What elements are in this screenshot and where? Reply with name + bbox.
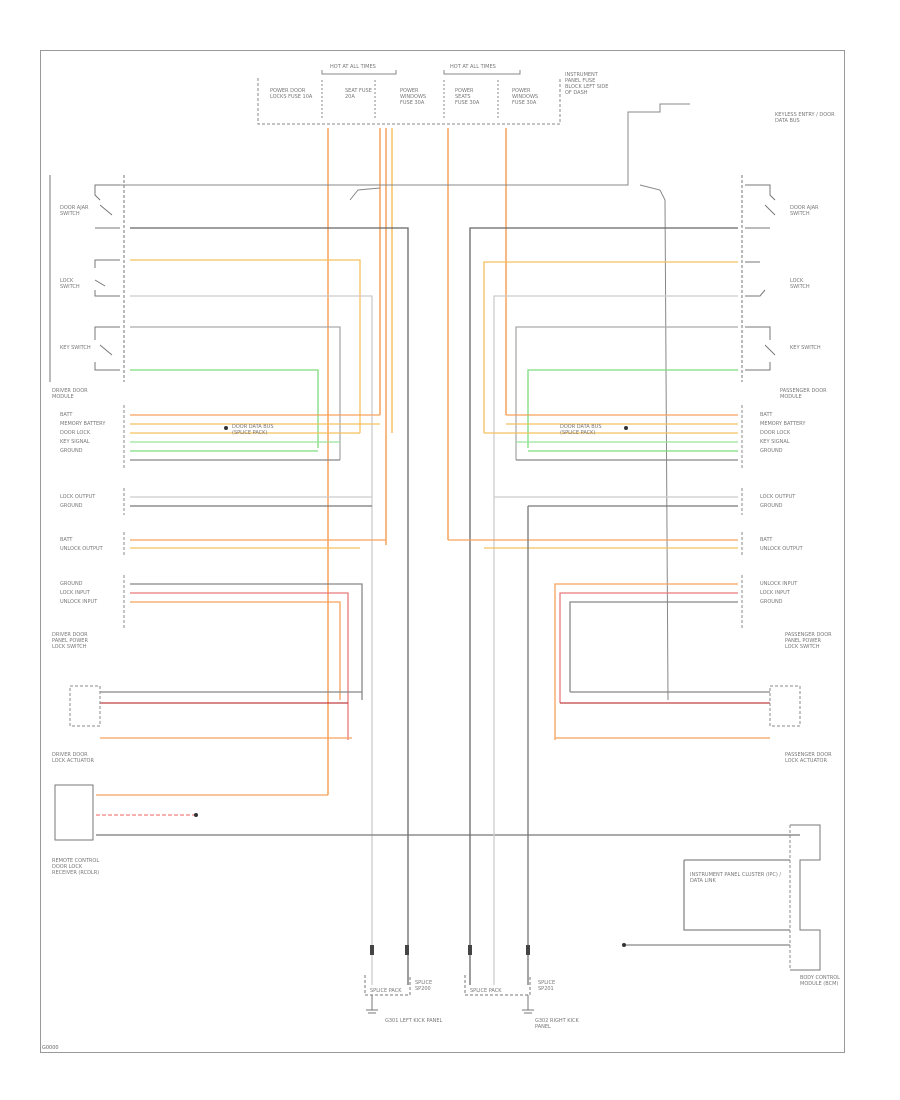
left-pin-batt: BATT xyxy=(60,412,73,418)
diagram-id: G0000 xyxy=(42,1045,59,1051)
left-switch-door-ajar: DOOR AJAR SWITCH xyxy=(60,205,89,217)
fuse-header-left: HOT AT ALL TIMES xyxy=(330,64,376,70)
right-pin-batt2: BATT xyxy=(760,537,773,543)
right-pin-batt: BATT xyxy=(760,412,773,418)
right-remote-module: BODY CONTROL MODULE (BCM) xyxy=(800,975,840,987)
splice-left: SPLICE SP200 xyxy=(415,980,433,992)
right-pin-unlockin: UNLOCK INPUT xyxy=(760,581,798,587)
left-pin-ground: GROUND xyxy=(60,448,83,454)
left-lock-actuator: DRIVER DOOR LOCK ACTUATOR xyxy=(52,752,94,764)
fuse-label-1: POWER DOOR LOCKS FUSE 10A xyxy=(270,88,313,100)
splice-block-left: SPLICE PACK xyxy=(370,988,402,994)
fuse-label-5: POWER WINDOWS FUSE 30A xyxy=(512,88,539,106)
top-right-note: KEYLESS ENTRY / DOOR DATA BUS xyxy=(775,112,835,124)
right-door-module: PASSENGER DOOR MODULE xyxy=(780,388,827,400)
right-pin-ground2: GROUND xyxy=(760,503,783,509)
left-pin-doorlock: DOOR LOCK xyxy=(60,430,91,436)
left-pin-batt2: BATT xyxy=(60,537,73,543)
splice-right: SPLICE SP201 xyxy=(538,980,556,992)
left-pin-unlockout: UNLOCK OUTPUT xyxy=(60,546,103,552)
right-switch-door-ajar: DOOR AJAR SWITCH xyxy=(790,205,819,217)
left-pin-keysignal: KEY SIGNAL xyxy=(60,439,90,445)
left-remote-module: REMOTE CONTROL DOOR LOCK RECEIVER (RCDLR… xyxy=(52,858,100,876)
right-pin-lockin: LOCK INPUT xyxy=(760,590,790,596)
right-pin-doorlock: DOOR LOCK xyxy=(760,430,791,436)
fuse-label-2: SEAT FUSE 20A xyxy=(345,88,372,100)
fuse-label-4: POWER SEATS FUSE 30A xyxy=(455,88,480,106)
right-splice-note: DOOR DATA BUS (SPLICE PACK) xyxy=(560,424,602,436)
right-pin-keysignal: KEY SIGNAL xyxy=(760,439,790,445)
right-ipc-note: INSTRUMENT PANEL CLUSTER (IPC) / DATA LI… xyxy=(690,872,782,884)
right-pin-lockout: LOCK OUTPUT xyxy=(760,494,796,500)
left-pin-unlockin: UNLOCK INPUT xyxy=(60,599,98,605)
right-switch-group xyxy=(741,175,776,382)
right-pin-memory: MEMORY BATTERY xyxy=(760,421,806,427)
diagram-frame xyxy=(40,50,845,1053)
right-switch-lock: LOCK SWITCH xyxy=(790,278,810,290)
fuse-label-3: POWER WINDOWS FUSE 30A xyxy=(400,88,427,106)
left-switch-lock: LOCK SWITCH xyxy=(60,278,80,290)
fuse-block xyxy=(257,70,561,125)
ground-right: G302 RIGHT KICK PANEL xyxy=(535,1018,579,1030)
left-splice-note: DOOR DATA BUS (SPLICE PACK) xyxy=(232,424,274,436)
right-pin-ground3: GROUND xyxy=(760,599,783,605)
fuse-side-note: INSTRUMENT PANEL FUSE BLOCK LEFT SIDE OF… xyxy=(565,72,609,96)
left-pin-lockout: LOCK OUTPUT xyxy=(60,494,96,500)
right-door-panel: PASSENGER DOOR PANEL POWER LOCK SWITCH xyxy=(785,632,832,650)
left-switch-key: KEY SWITCH xyxy=(60,345,91,351)
left-pin-memory: MEMORY BATTERY xyxy=(60,421,106,427)
fuse-header-right: HOT AT ALL TIMES xyxy=(450,64,496,70)
left-pin-ground3: GROUND xyxy=(60,581,83,587)
ground-left: G301 LEFT KICK PANEL xyxy=(385,1018,443,1024)
right-pin-ground: GROUND xyxy=(760,448,783,454)
left-door-module: DRIVER DOOR MODULE xyxy=(52,388,88,400)
left-door-panel: DRIVER DOOR PANEL POWER LOCK SWITCH xyxy=(52,632,88,650)
right-switch-key: KEY SWITCH xyxy=(790,345,821,351)
splice-block-right: SPLICE PACK xyxy=(470,988,502,994)
left-pin-ground2: GROUND xyxy=(60,503,83,509)
left-pin-lockin: LOCK INPUT xyxy=(60,590,90,596)
right-pin-unlockout: UNLOCK OUTPUT xyxy=(760,546,803,552)
left-switch-group xyxy=(49,175,125,382)
right-lock-actuator: PASSENGER DOOR LOCK ACTUATOR xyxy=(785,752,832,764)
